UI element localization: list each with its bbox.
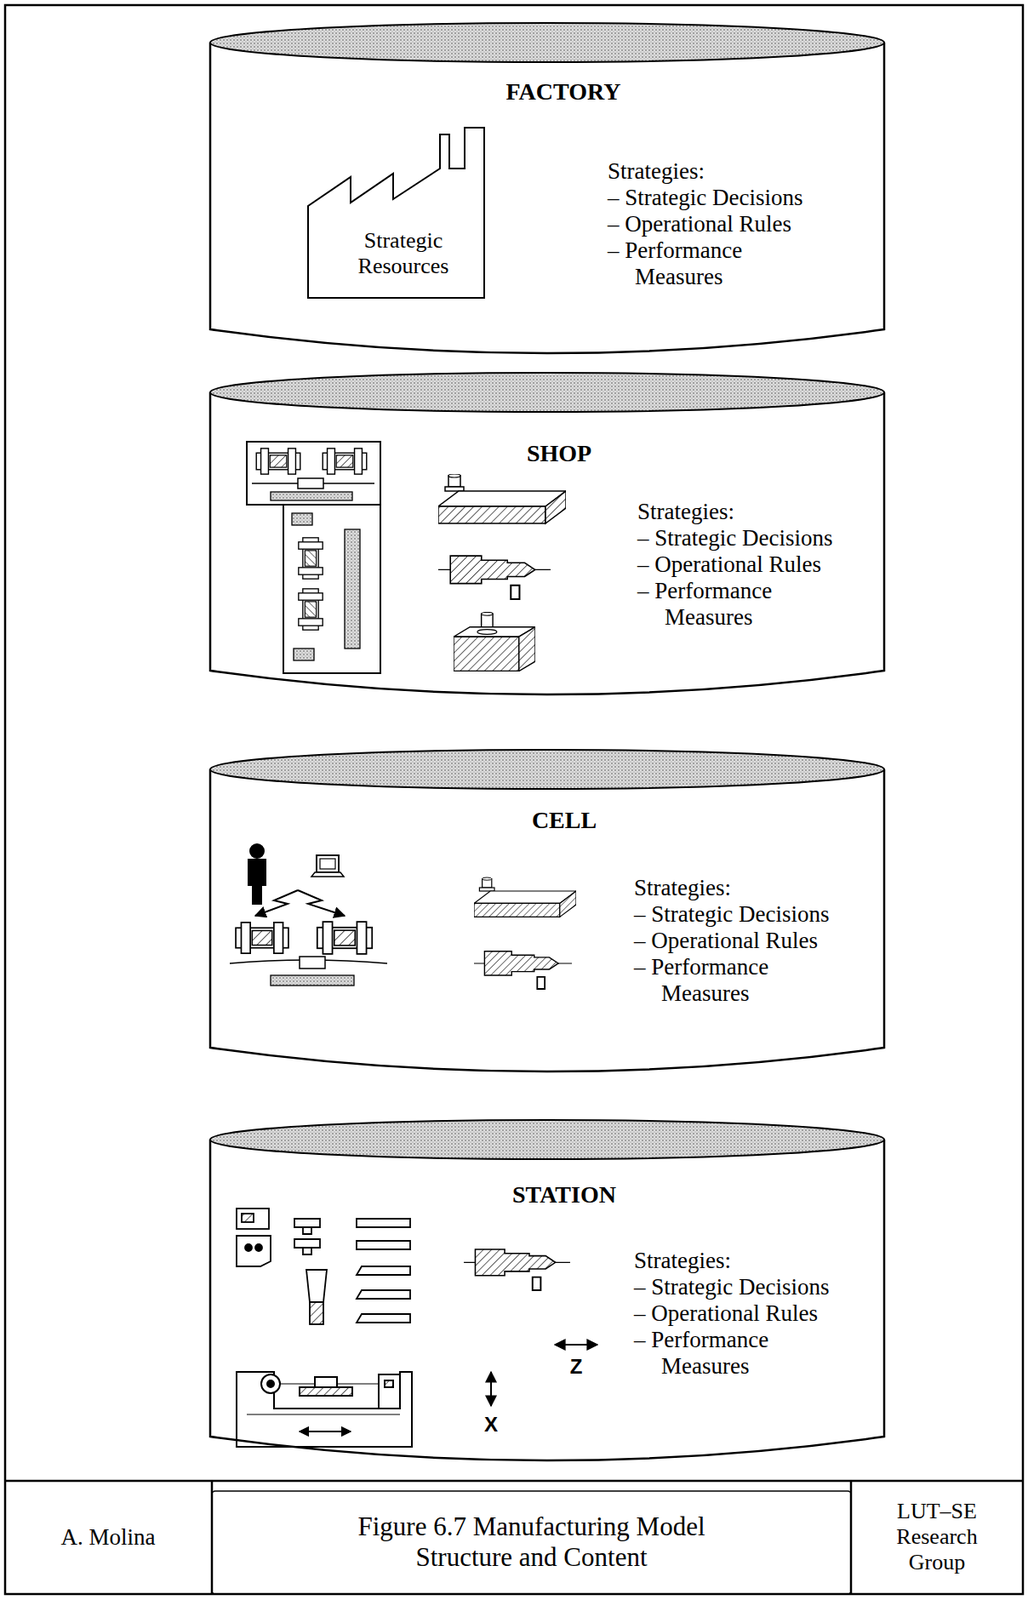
text-group: SHOP [526, 439, 592, 468]
turned-part-icon [463, 1249, 571, 1291]
strategy-heading: Strategies: [607, 158, 818, 185]
strategy-list: Strategies:– Strategic Decisions– Operat… [633, 874, 845, 1007]
strategy-item: – Strategic Decisions [633, 1273, 845, 1301]
strategy-item: – Performance Measures [637, 577, 848, 631]
cylinder-body [210, 1139, 885, 1461]
strategy-item: – Strategic Decisions [633, 901, 845, 928]
strategy-heading: Strategies: [633, 1247, 845, 1274]
strategy-heading: Strategies: [637, 498, 848, 526]
strategy-item: – Performance Measures [607, 237, 818, 291]
strategy-list: Strategies:– Strategic Decisions– Operat… [607, 158, 818, 291]
strategy-item: – Strategic Decisions [607, 184, 818, 212]
figure-caption: Figure 6.7 Manufacturing Model Structure… [331, 1511, 732, 1573]
level-title: FACTORY [506, 78, 622, 106]
axis-label: Z [570, 1355, 583, 1378]
caption-box [211, 1490, 851, 1594]
axis-arrow [490, 1371, 492, 1406]
cylinder-body [210, 769, 885, 1072]
level-cylinder: FACTORYStrategies:– Strategic Decisions–… [209, 22, 886, 355]
text-group: CELL [531, 806, 597, 834]
footer-rule [5, 1479, 1023, 1483]
cylinder-top [210, 372, 885, 412]
strategy-item: – Operational Rules [633, 927, 845, 954]
level-title: SHOP [526, 439, 592, 468]
strategy-item: – Operational Rules [607, 211, 818, 238]
level-cylinder: SHOP Strategies:– Strategic Decisions– Op… [209, 371, 886, 696]
shop-layout-icon [246, 441, 381, 674]
milling-part-icon [474, 877, 577, 917]
strategy-item: – Performance Measures [633, 1326, 845, 1380]
axis-arrow [554, 1343, 598, 1346]
factory-building [308, 127, 485, 298]
level-title: CELL [531, 806, 597, 834]
turned-part-icon [438, 555, 551, 600]
strategy-item: – Operational Rules [633, 1300, 845, 1327]
text-group: A. Molina [61, 1524, 156, 1551]
cylinder-top [210, 1119, 885, 1160]
strategy-list: Strategies:– Strategic Decisions– Operat… [637, 498, 848, 631]
text-group: FACTORY [506, 78, 622, 106]
milling-part-icon [438, 474, 566, 524]
text-group: LUT–SE Research Group [877, 1498, 997, 1576]
turned-part-icon [474, 951, 572, 989]
factory-icon: Strategic Resources [308, 127, 485, 298]
cylinder-body [210, 42, 885, 354]
footer-cell: A. Molina [5, 1480, 212, 1594]
page-frame [5, 5, 1023, 1594]
drilled-part-icon [453, 611, 536, 671]
text-group: STATION [512, 1181, 617, 1209]
strategy-list: Strategies:– Strategic Decisions– Operat… [633, 1247, 845, 1380]
box-label: Strategic Resources [339, 228, 468, 280]
level-cylinder: STATIONStrategies:– Strategic Decisions–… [209, 1119, 886, 1462]
lathe-icon [236, 1371, 412, 1447]
strategy-heading: Strategies: [633, 874, 845, 902]
level-title: STATION [512, 1181, 617, 1209]
text-group: Strategic Resources [339, 228, 468, 280]
cylinder-top [210, 749, 885, 789]
strategy-item: – Strategic Decisions [637, 525, 848, 552]
axis-label: X [484, 1413, 498, 1436]
cell-layout-icon [229, 844, 388, 986]
box-label: LUT–SE Research Group [877, 1498, 997, 1576]
strategy-item: – Performance Measures [633, 953, 845, 1007]
cylinder-top [210, 22, 885, 63]
box-label: A. Molina [61, 1524, 156, 1551]
strategy-item: – Operational Rules [637, 551, 848, 578]
level-cylinder: CELL Strategies:– Strategic Decisions– Op… [209, 748, 886, 1073]
footer-cell: LUT–SE Research Group [850, 1480, 1023, 1594]
cylinder-body [210, 392, 885, 695]
tooling-icons [236, 1208, 411, 1325]
